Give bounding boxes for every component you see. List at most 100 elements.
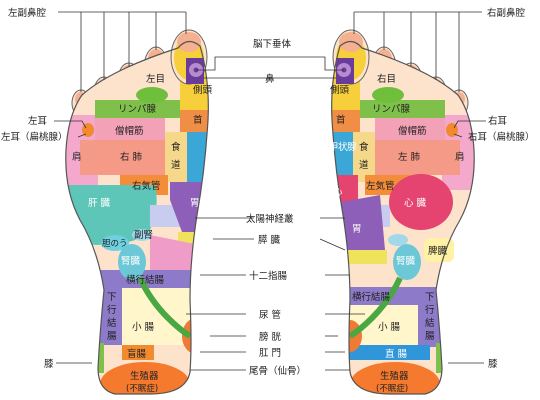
- right-zone-heart-small: 心: [333, 187, 343, 198]
- right-heart-zone: [389, 174, 453, 230]
- left-zone-esophagus-2: 道: [171, 159, 181, 171]
- left-zone-neck: 首: [193, 114, 203, 126]
- label-left-ear: 左耳: [28, 115, 47, 127]
- left-zone-adrenal: 副腎: [134, 230, 154, 241]
- left-reproductive-zone: [100, 362, 190, 395]
- right-zone-esophagus-2: 道: [359, 159, 369, 171]
- label-ureter: 尿 管: [259, 309, 281, 321]
- left-foot: 左目 側頭 リンパ腺 首 僧帽筋 肩 右 肺 食 道 右気管 肝 臓 胃 副腎 …: [65, 29, 213, 395]
- right-spleen-zone: [424, 238, 454, 262]
- left-sole-outline: [65, 40, 209, 395]
- right-zone-spleen: 脾臓: [428, 245, 448, 257]
- left-zone-ascending-colon-2: 行: [107, 304, 117, 316]
- right-zone-descending-colon-2: 行: [425, 304, 435, 316]
- left-appendix-zone: [122, 345, 154, 360]
- right-zone-neck: 首: [336, 114, 346, 126]
- right-zone-esophagus-1: 食: [359, 141, 369, 153]
- left-zone-stomach: 胃: [190, 198, 200, 209]
- left-zone-reproductive-2: (不眠症): [126, 383, 158, 394]
- left-knee-zone: [90, 343, 104, 373]
- right-lymph-zone: [360, 100, 445, 118]
- left-adrenal-zone: [132, 229, 152, 241]
- label-right-sinus: 右副鼻腔: [487, 7, 526, 19]
- left-zone-gallbladder: 胆のう: [102, 239, 128, 249]
- right-zone-descending-colon-1: 下: [425, 292, 435, 303]
- left-zone-colon: 横行結腸: [126, 274, 165, 286]
- right-zone-reproductive-1: 生殖器: [380, 370, 409, 382]
- right-adrenal-zone: [388, 234, 408, 246]
- label-coccyx: 尾骨（仙骨）: [249, 365, 306, 377]
- right-pancreas-zone: [345, 250, 387, 264]
- right-zone-shoulder: 肩: [455, 151, 465, 163]
- right-esophagus-zone: [353, 132, 375, 182]
- left-zone-appendix: 盲腸: [127, 348, 147, 360]
- label-pituitary: 脳下垂体: [253, 38, 292, 50]
- label-left-ear-tonsil: 左耳（扁桃腺）: [1, 131, 68, 143]
- left-zone-small-intestine: 小 腸: [132, 322, 155, 333]
- label-solar-plexus: 太陽神経叢: [246, 213, 294, 225]
- label-pancreas: 膵 臓: [258, 235, 281, 246]
- label-knee-right: 膝: [488, 358, 498, 370]
- right-reproductive-zone: [350, 362, 440, 395]
- right-zone-thyroid-2: 状: [338, 141, 348, 153]
- left-zone-liver: 肝 臓: [88, 198, 111, 209]
- right-zone-colon: 横行結腸: [352, 291, 391, 303]
- left-zone-lung: 右 肺: [120, 151, 143, 163]
- right-ureter-zone: [348, 276, 403, 339]
- label-bladder: 膀 胱: [259, 331, 282, 343]
- right-zone-bronchus: 左気管: [366, 180, 395, 192]
- label-left-sinus: 左副鼻腔: [8, 7, 47, 19]
- left-neck-zone: [180, 110, 209, 132]
- right-zone-descending-colon-4: 腸: [425, 331, 435, 342]
- right-zone-small-intestine: 小 腸: [378, 322, 401, 333]
- outer-labels: 左副鼻腔 右副鼻腔 脳下垂体 鼻 左耳 左耳（扁桃腺） 右耳 右耳（扁桃腺） 太…: [1, 7, 535, 377]
- right-zone-thyroid-1: 甲: [329, 142, 339, 153]
- right-neck-zone: [331, 110, 360, 132]
- right-knee-zone: [436, 343, 450, 373]
- right-lung-zone: [375, 140, 460, 175]
- left-gallbladder-zone: [101, 235, 129, 251]
- right-zone-thyroid-3: 腺: [347, 141, 357, 153]
- left-zone-ascending-colon: 下 行 結 腸: [107, 292, 117, 342]
- left-zone-ascending-colon-4: 腸: [107, 331, 117, 342]
- label-nose: 鼻: [265, 73, 275, 85]
- right-zone-rectum: 直 腸: [385, 348, 408, 360]
- left-zone-ascending-colon-3: 結: [107, 317, 117, 329]
- label-right-ear-tonsil: 右耳（扁桃腺）: [468, 131, 535, 143]
- right-eye-zone: [372, 87, 404, 103]
- right-sole-outline: [331, 40, 475, 395]
- left-lung-zone: [80, 140, 165, 175]
- right-zone-descending-colon-3: 結: [425, 317, 435, 329]
- left-zone-eye: 左目: [146, 73, 165, 85]
- left-zone-trapezius: 僧帽筋: [115, 125, 144, 137]
- right-foot: 右目 側頭 リンパ腺 首 僧帽筋 肩 甲 状 腺 食 道 左 肺 左気管 心 心…: [329, 29, 475, 395]
- right-zone-stomach: 胃: [352, 224, 362, 235]
- left-zone-bronchus: 右気管: [132, 180, 161, 192]
- left-kidney-zone: [118, 244, 146, 280]
- left-esophagus-zone: [165, 132, 187, 182]
- left-small-intestine: [122, 288, 192, 345]
- right-zone-descending-colon: 下 行 結 腸: [425, 292, 435, 342]
- right-zone-reproductive-2: (不眠症): [376, 383, 408, 394]
- label-anus: 肛 門: [259, 348, 281, 359]
- left-zone-kidney: 腎臓: [121, 256, 141, 267]
- left-lymph-zone: [95, 100, 180, 118]
- left-zone-sidehead: 側頭: [193, 84, 213, 96]
- left-colon-ascending: [100, 270, 122, 345]
- right-colon-descending: [418, 287, 440, 347]
- label-duodenum: 十二指腸: [249, 270, 288, 282]
- left-ureter-zone: [137, 276, 192, 339]
- left-zone-shoulder: 肩: [72, 151, 82, 163]
- left-trapezius-zone: [95, 118, 165, 140]
- right-trapezius-zone: [375, 118, 445, 140]
- right-rectum-zone: [345, 345, 430, 360]
- label-right-ear: 右耳: [488, 115, 507, 127]
- right-zone-kidney: 腎臓: [396, 256, 416, 267]
- left-eye-zone: [136, 87, 168, 103]
- label-knee-left: 膝: [44, 358, 54, 370]
- right-zone-heart: 心 臓: [404, 198, 427, 209]
- right-thyroid-zone: [331, 132, 353, 182]
- right-zone-lymph: リンパ腺: [372, 103, 411, 115]
- left-thyroid-zone: [187, 132, 209, 182]
